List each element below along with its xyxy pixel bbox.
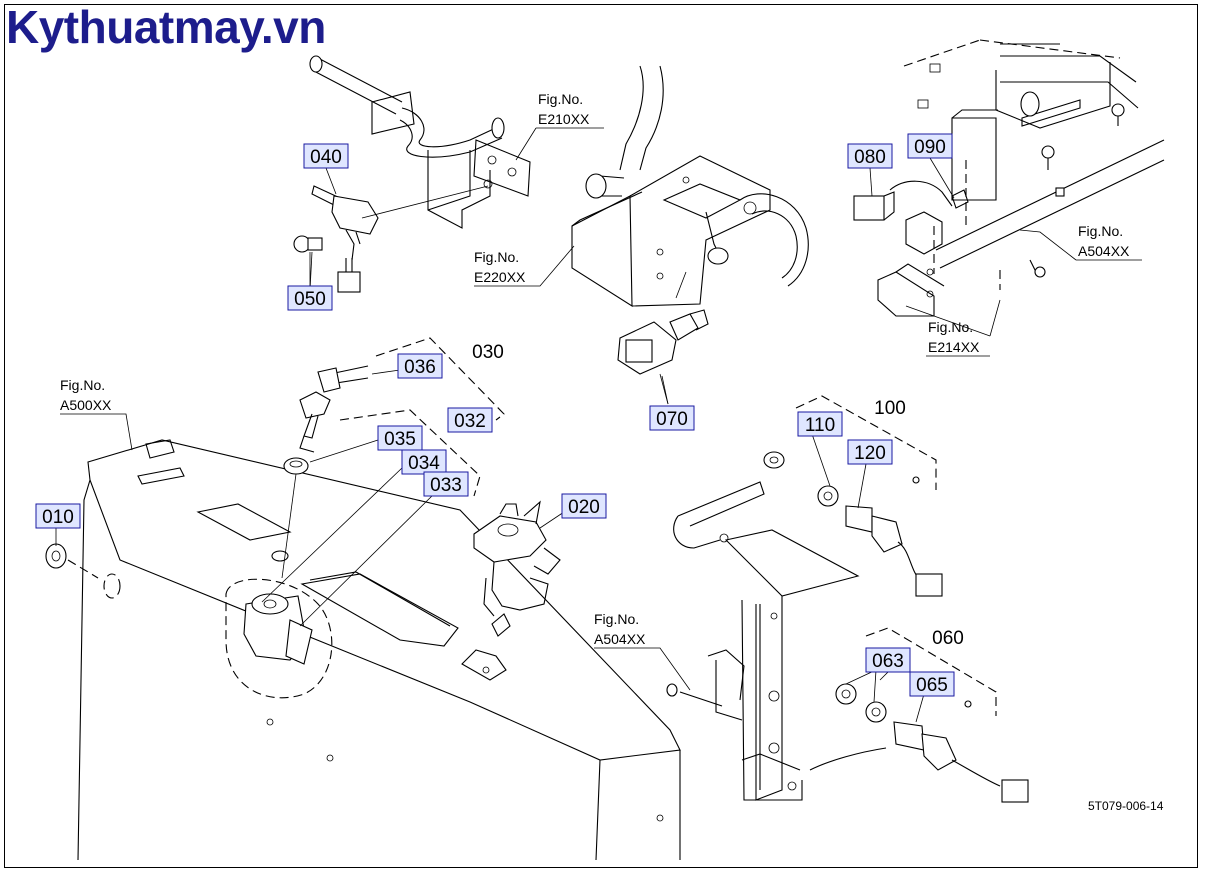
- bolt-050: [293, 235, 323, 291]
- callout-010: 010: [35, 503, 81, 529]
- switch-020: [473, 500, 561, 637]
- svg-text:A504XX: A504XX: [1078, 243, 1130, 259]
- group-label-030: 030: [472, 342, 504, 363]
- svg-text:Fig.No.: Fig.No.: [60, 377, 105, 393]
- group-bracket-060: [865, 627, 997, 716]
- washer-010: [45, 543, 121, 599]
- svg-text:Fig.No.: Fig.No.: [928, 319, 973, 335]
- callout-090-label: 090: [914, 137, 946, 158]
- callout-035: 035: [377, 425, 423, 451]
- svg-text:E210XX: E210XX: [538, 111, 590, 127]
- fig-ref-a500: Fig.No. A500XX: [60, 377, 112, 413]
- callout-033: 033: [423, 471, 469, 497]
- callout-040-label: 040: [310, 147, 342, 168]
- callout-070-label: 070: [656, 409, 688, 430]
- switch-assy-060: [835, 683, 1029, 803]
- leader-lines: [55, 127, 1142, 723]
- callout-080-label: 080: [854, 147, 886, 168]
- callout-020: 020: [561, 493, 607, 519]
- callout-120: 120: [847, 439, 893, 465]
- svg-text:Fig.No.: Fig.No.: [1078, 223, 1123, 239]
- svg-text:E214XX: E214XX: [928, 339, 980, 355]
- bracket-e220: [571, 65, 809, 308]
- group-bracket-100: [795, 395, 937, 490]
- upper-shaft-assembly: [309, 55, 531, 229]
- group-bracket-030: [375, 337, 505, 421]
- callout-065: 065: [909, 671, 955, 697]
- callout-040: 040: [303, 143, 349, 169]
- callout-090: 090: [907, 133, 953, 159]
- callout-034: 034: [401, 449, 447, 475]
- callout-010-label: 010: [42, 507, 74, 528]
- switch-080-090: [853, 180, 969, 317]
- group-label-060: 060: [932, 628, 964, 649]
- panel-a500: [77, 439, 681, 861]
- switch-assy-100: [763, 451, 943, 597]
- callout-020-label: 020: [568, 497, 600, 518]
- fig-ref-e210: Fig.No. E210XX: [538, 91, 590, 127]
- svg-text:Fig.No.: Fig.No.: [594, 611, 639, 627]
- fig-ref-a504-bottom: Fig.No. A504XX: [594, 611, 646, 647]
- callout-033-label: 033: [430, 475, 462, 496]
- fig-ref-a504-top: Fig.No. A504XX: [1078, 223, 1130, 259]
- switch-070: [617, 309, 709, 405]
- drawing-frame: [4, 4, 1198, 868]
- callout-063-label: 063: [872, 651, 904, 672]
- svg-text:Fig.No.: Fig.No.: [538, 91, 583, 107]
- group-label-100: 100: [874, 398, 906, 419]
- callout-110-label: 110: [805, 415, 835, 436]
- callout-036: 036: [397, 353, 443, 379]
- callout-065-label: 065: [916, 675, 948, 696]
- callout-063: 063: [865, 647, 911, 673]
- group-bracket-032: [339, 409, 481, 497]
- callout-080: 080: [847, 143, 893, 169]
- fig-ref-e214: Fig.No. E214XX: [928, 319, 980, 355]
- grommet-035: [281, 457, 309, 579]
- frame-a504-top: [903, 39, 1165, 290]
- svg-text:A500XX: A500XX: [60, 397, 112, 413]
- callout-034-label: 034: [408, 453, 440, 474]
- callout-120-label: 120: [854, 443, 886, 464]
- callout-036-label: 036: [404, 357, 436, 378]
- callout-050-label: 050: [294, 289, 326, 310]
- fig-ref-e220: Fig.No. E220XX: [474, 249, 526, 285]
- drawing-code: 5T079-006-14: [1088, 799, 1164, 813]
- callout-110: 110: [797, 411, 843, 437]
- svg-text:Fig.No.: Fig.No.: [474, 249, 519, 265]
- callout-035-label: 035: [384, 429, 416, 450]
- callout-032-label: 032: [454, 411, 486, 432]
- bracket-a504-bottom: [666, 481, 887, 801]
- callout-050: 050: [287, 285, 333, 311]
- callout-070: 070: [649, 405, 695, 431]
- switch-040: [311, 185, 489, 293]
- watermark-brand: Kythuatmay.vn: [6, 1, 326, 53]
- key-036: [299, 365, 369, 453]
- callout-032: 032: [447, 407, 493, 433]
- svg-text:E220XX: E220XX: [474, 269, 526, 285]
- svg-text:A504XX: A504XX: [594, 631, 646, 647]
